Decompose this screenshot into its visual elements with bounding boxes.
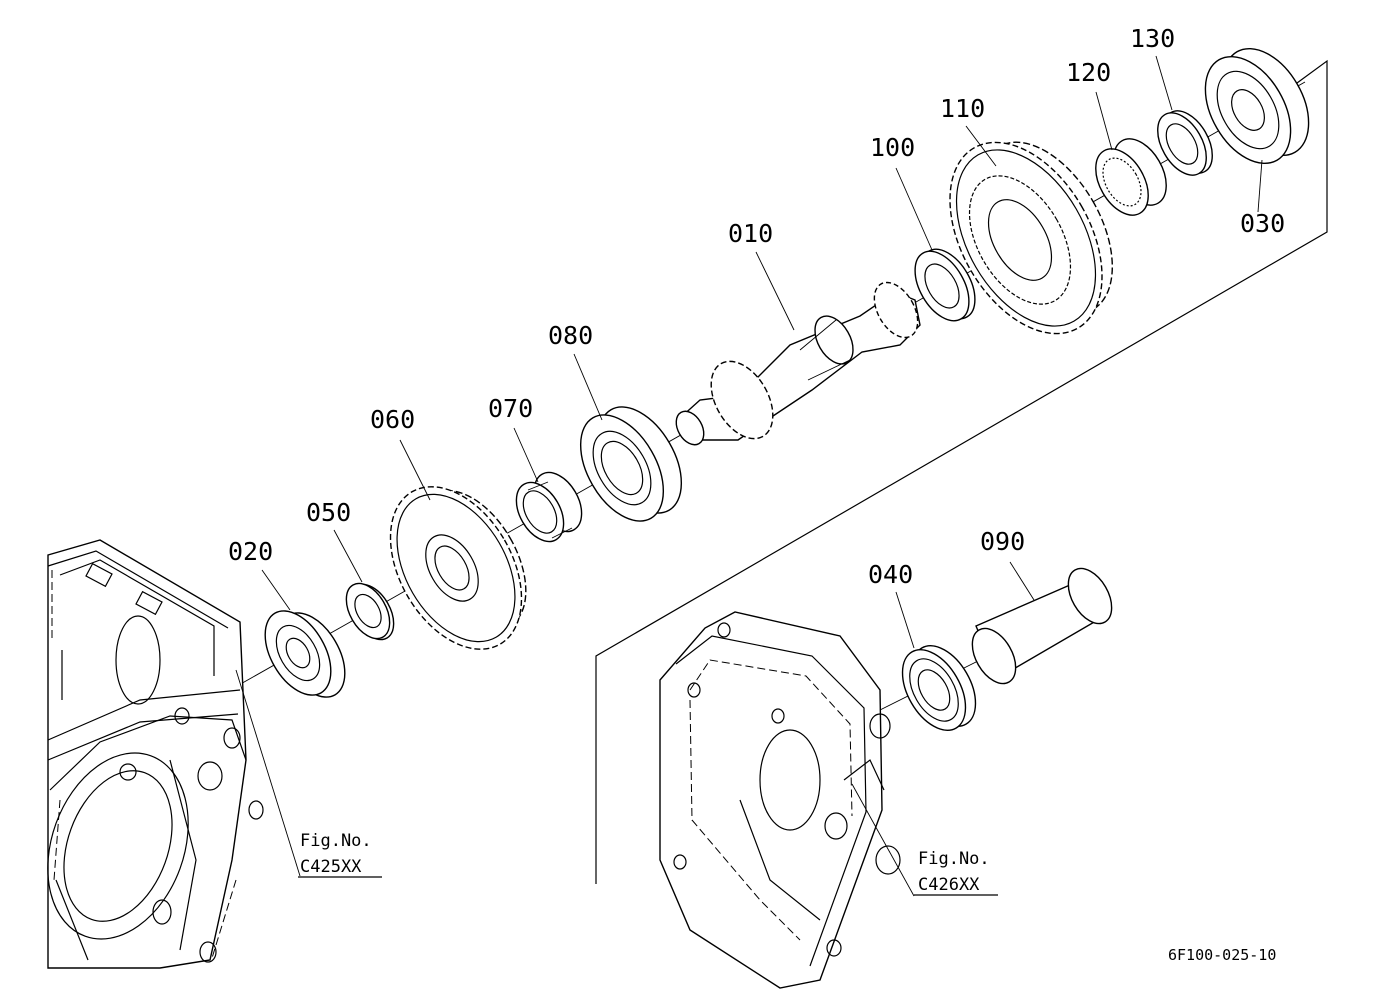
bearing-030 [1204,47,1310,165]
washer-050 [345,582,395,641]
part-label-080: 080 [548,321,593,350]
fig-ref-2-line2: C426XX [918,875,980,895]
fig-ref-1-line2: C425XX [300,857,362,877]
sleeve-090 [971,567,1113,685]
fig-ref-2-line1: Fig.No. [918,849,990,869]
part-label-110: 110 [940,94,985,123]
part-label-070: 070 [488,394,533,423]
drawing-code: 6F100-025-10 [1168,946,1276,964]
part-label-090: 090 [980,527,1025,556]
part-label-040: 040 [868,560,913,589]
right-housing-part [659,611,901,989]
assembly-boundary-frame [595,59,1328,884]
washer-100 [914,248,976,322]
part-labels: 010 020 030 040 050 060 070 080 090 100 … [228,24,1285,589]
part-label-020: 020 [228,537,273,566]
figure-reference-c425: Fig.No. C425XX [298,831,382,878]
part-label-060: 060 [370,405,415,434]
shaft-010 [675,281,921,446]
gear-060 [389,486,527,650]
leader-lines [235,55,1263,897]
bearing-020 [264,610,346,698]
washer-130 [1157,110,1213,176]
ring-080 [579,406,683,522]
part-label-050: 050 [306,498,351,527]
needle-bearing-070 [515,471,583,543]
fig-ref-1-line1: Fig.No. [300,831,372,851]
part-label-030: 030 [1240,209,1285,238]
part-label-010: 010 [728,219,773,248]
part-label-100: 100 [870,133,915,162]
figure-reference-c426: Fig.No. C426XX [914,849,998,896]
part-label-130: 130 [1130,24,1175,53]
gear-110 [949,141,1114,335]
left-housing-part [47,539,264,969]
needle-bearing-120 [1095,138,1167,216]
part-label-120: 120 [1066,58,1111,87]
seal-040 [901,645,977,731]
